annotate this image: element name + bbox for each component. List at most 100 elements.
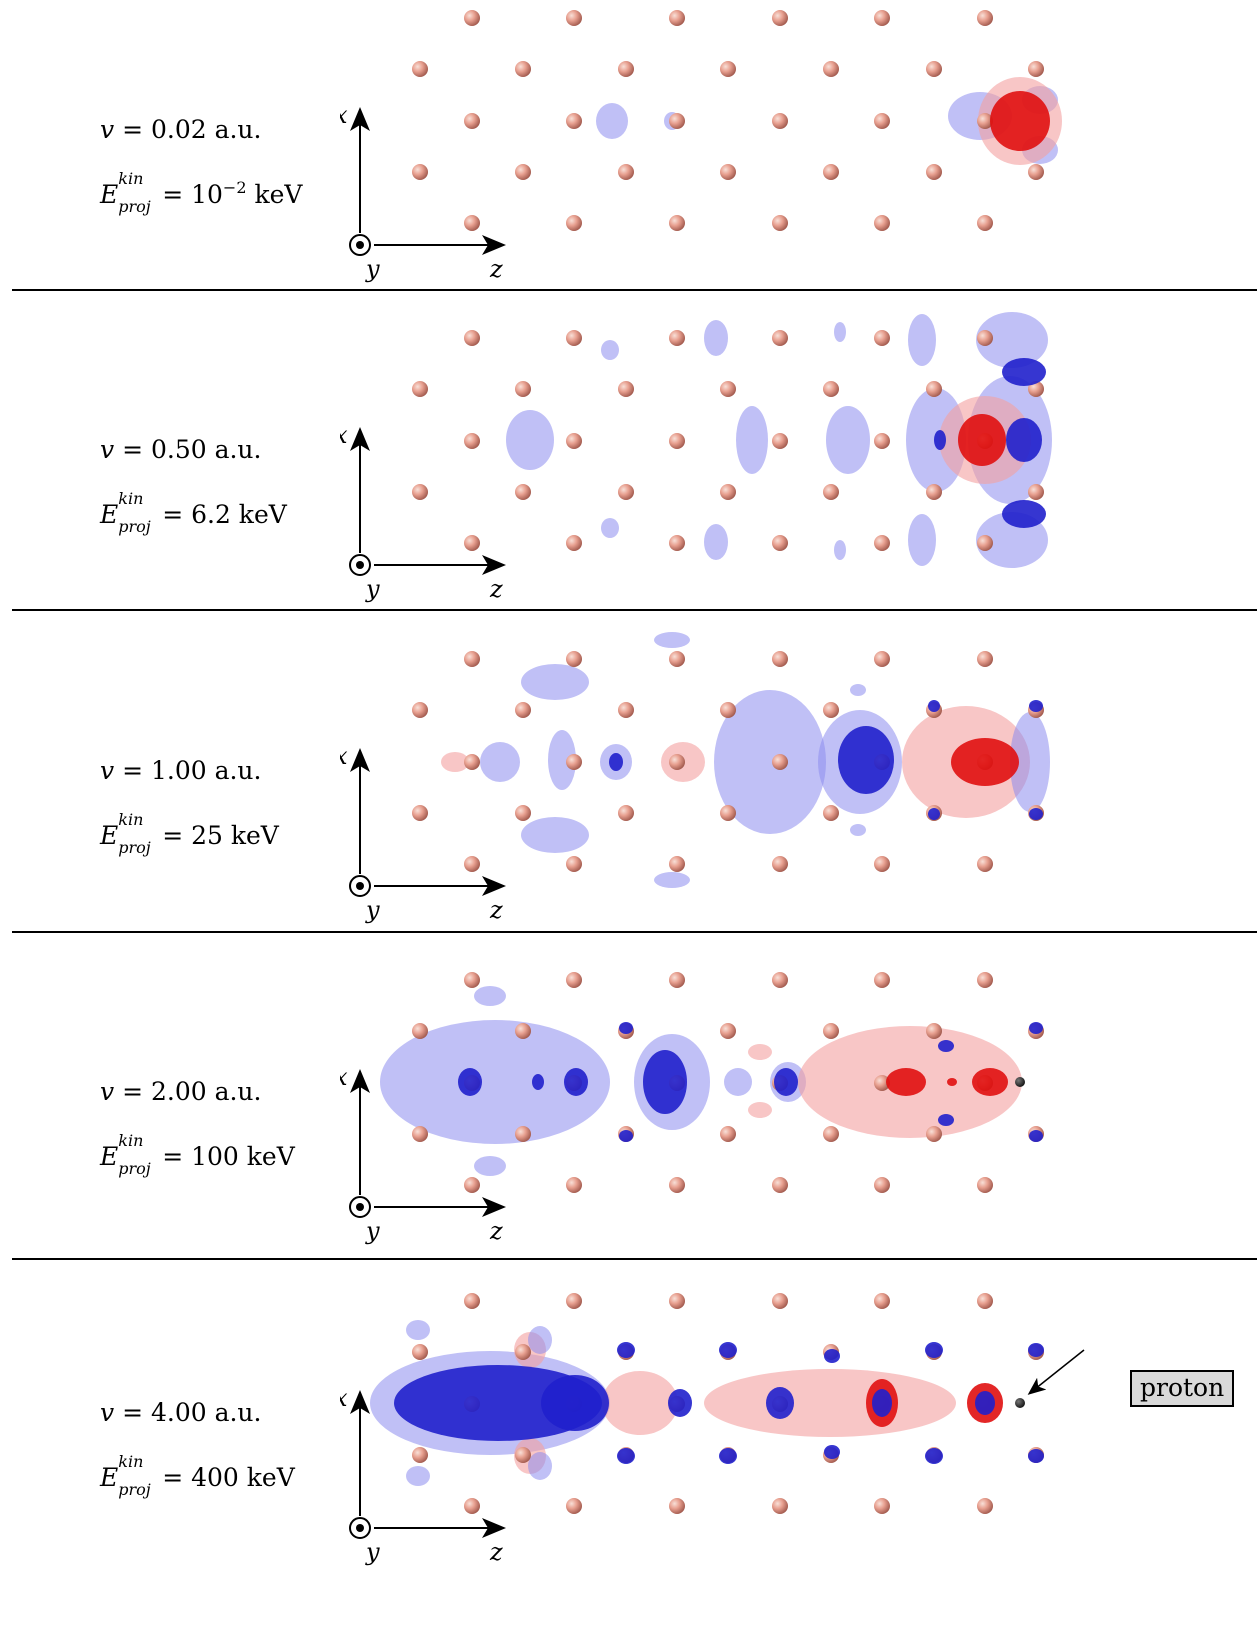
- energy-subscript: proj: [118, 838, 151, 857]
- lattice-atom: [720, 1126, 736, 1142]
- energy-superscript: kin: [118, 169, 144, 188]
- energy-subscript: proj: [118, 1159, 151, 1178]
- electron-density-deficit-isosurface: [406, 1466, 430, 1486]
- energy-unit: keV: [246, 180, 303, 209]
- lattice-atom: [669, 1293, 685, 1309]
- lattice-atom: [669, 433, 685, 449]
- lattice-atom: [669, 10, 685, 26]
- energy-superscript: kin: [118, 1131, 144, 1150]
- proton-callout: proton: [1130, 1370, 1235, 1407]
- lattice-atom: [772, 433, 788, 449]
- electron-density-deficit-isosurface: [774, 1068, 798, 1096]
- lattice-atom: [464, 754, 480, 770]
- electron-density-deficit-isosurface: [925, 1448, 943, 1464]
- lattice-atom: [566, 754, 582, 770]
- lattice-atom: [515, 381, 531, 397]
- energy-exponent: −2: [222, 178, 247, 197]
- electron-density-deficit-isosurface: [724, 1068, 752, 1096]
- electron-density-deficit-isosurface: [834, 322, 846, 342]
- electron-density-deficit-isosurface: [532, 1074, 544, 1090]
- electron-density-deficit-isosurface: [1002, 500, 1046, 528]
- energy-subscript: proj: [118, 1480, 151, 1499]
- lattice-atom: [977, 1498, 993, 1514]
- y-axis-label: y: [365, 1217, 380, 1245]
- lattice-atom: [1028, 484, 1044, 500]
- lattice-atom: [464, 535, 480, 551]
- lattice-atom: [618, 164, 634, 180]
- electron-density-deficit-isosurface: [474, 1156, 506, 1176]
- z-axis-label: z: [489, 1538, 503, 1566]
- electron-density-deficit-isosurface: [704, 524, 728, 560]
- electron-density-deficit-isosurface: [938, 1040, 954, 1052]
- electron-density-deficit-isosurface: [826, 406, 870, 474]
- lattice-atom: [412, 1344, 428, 1360]
- lattice-atom: [464, 215, 480, 231]
- energy-symbol: E: [100, 1463, 119, 1492]
- panel-3-scene: [412, 632, 1050, 888]
- electron-density-deficit-isosurface: [521, 817, 589, 853]
- z-axis-label: z: [489, 896, 503, 924]
- lattice-atom: [464, 1293, 480, 1309]
- energy-subscript: proj: [118, 517, 151, 536]
- electron-density-deficit-isosurface: [1029, 1022, 1043, 1034]
- lattice-atom: [464, 1177, 480, 1193]
- lattice-atom: [566, 10, 582, 26]
- electron-density-deficit-isosurface: [908, 314, 936, 366]
- lattice-atom: [464, 972, 480, 988]
- lattice-atom: [874, 972, 890, 988]
- energy-superscript: kin: [118, 810, 144, 829]
- lattice-atom: [669, 856, 685, 872]
- electron-density-deficit-isosurface: [928, 700, 940, 712]
- lattice-atom: [464, 1498, 480, 1514]
- lattice-atom: [823, 484, 839, 500]
- electron-density-deficit-isosurface: [619, 1022, 633, 1034]
- lattice-atom: [566, 1293, 582, 1309]
- electron-density-excess-isosurface: [748, 1044, 772, 1060]
- lattice-atom: [515, 805, 531, 821]
- lattice-atom: [772, 1498, 788, 1514]
- x-axis-label: x: [340, 105, 348, 129]
- lattice-atom: [412, 484, 428, 500]
- electron-density-deficit-isosurface: [380, 1020, 610, 1144]
- lattice-atom: [720, 805, 736, 821]
- lattice-atom: [566, 433, 582, 449]
- proton-callout-label: proton: [1140, 1373, 1225, 1402]
- lattice-atom: [977, 1177, 993, 1193]
- lattice-atom: [669, 113, 685, 129]
- electron-density-deficit-isosurface: [1029, 1130, 1043, 1142]
- energy-symbol: E: [100, 821, 119, 850]
- lattice-atom: [566, 1498, 582, 1514]
- lattice-atom: [515, 702, 531, 718]
- coordinate-axes: xyz: [340, 1067, 506, 1245]
- energy-value: = 400 keV: [162, 1463, 295, 1492]
- electron-density-deficit-isosurface: [834, 540, 846, 560]
- lattice-atom: [669, 215, 685, 231]
- panel-5-scene: [370, 1293, 1044, 1514]
- lattice-atom: [926, 1126, 942, 1142]
- lattice-atom: [669, 330, 685, 346]
- coordinate-axes: xyz: [340, 1388, 506, 1566]
- lattice-atom: [874, 1293, 890, 1309]
- x-axis-label: x: [340, 425, 348, 449]
- electron-density-deficit-isosurface: [1029, 808, 1043, 820]
- lattice-atom: [464, 330, 480, 346]
- energy-superscript: kin: [118, 1452, 144, 1471]
- electron-density-excess-isosurface: [990, 91, 1050, 151]
- lattice-atom: [874, 1075, 890, 1091]
- electron-density-deficit-isosurface: [850, 684, 866, 696]
- electron-density-deficit-isosurface: [596, 103, 628, 139]
- electron-density-deficit-isosurface: [601, 518, 619, 538]
- electron-density-excess-isosurface: [951, 738, 1019, 786]
- lattice-atom: [977, 856, 993, 872]
- coordinate-axes: xyz: [340, 105, 506, 283]
- lattice-atom: [669, 972, 685, 988]
- velocity-symbol: v: [100, 115, 115, 144]
- electron-density-deficit-isosurface: [564, 1068, 588, 1096]
- electron-density-deficit-isosurface: [824, 1349, 840, 1363]
- lattice-atom: [977, 215, 993, 231]
- velocity-label: v = 0.02 a.u.: [100, 115, 261, 144]
